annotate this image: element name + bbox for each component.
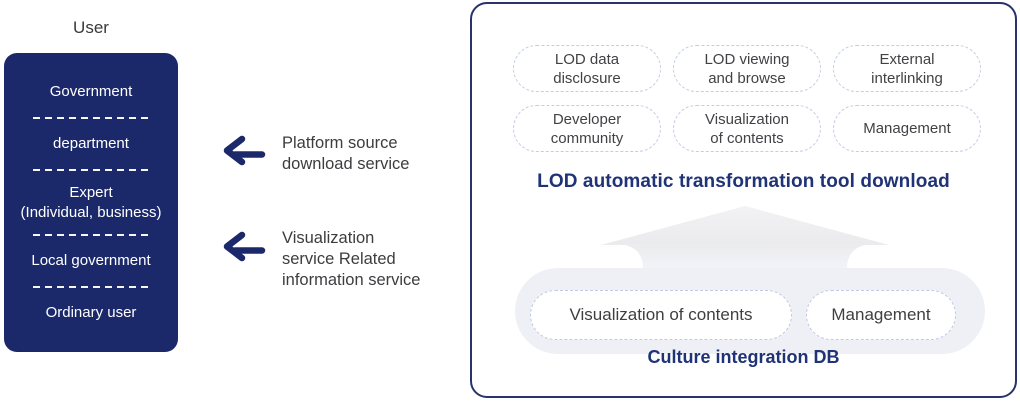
user-groups-box: Government department Expert (Individual… xyxy=(4,53,178,352)
tool-download-heading: LOD automatic transformation tool downlo… xyxy=(537,171,950,192)
user-group-local-government: Local government xyxy=(31,251,151,269)
db-pill-visualization-of-contents: Visualization of contents xyxy=(530,290,792,340)
left-arrow-icon xyxy=(223,135,266,166)
feature-pill-developer-community: Developer community xyxy=(513,105,661,152)
culture-db-container: Visualization of contents Management xyxy=(515,268,985,354)
dashed-divider xyxy=(33,233,149,236)
user-group-expert: Expert (Individual, business) xyxy=(20,183,162,221)
user-group-ordinary-user: Ordinary user xyxy=(45,303,137,321)
culture-db-caption: Culture integration DB xyxy=(647,347,840,367)
left-arrow-icon xyxy=(223,231,266,262)
user-group-department: department xyxy=(53,135,129,153)
dashed-divider xyxy=(33,117,149,120)
user-group-government: Government xyxy=(49,83,133,101)
up-arrow-icon xyxy=(601,206,889,274)
dashed-divider xyxy=(33,169,149,172)
service-label-visualization: Visualization service Related informatio… xyxy=(282,229,421,289)
feature-pill-management: Management xyxy=(833,105,981,152)
db-pill-management: Management xyxy=(806,290,956,340)
feature-pill-grid: LOD data disclosure LOD viewing and brow… xyxy=(513,45,981,152)
platform-panel: LOD data disclosure LOD viewing and brow… xyxy=(470,2,1017,398)
feature-pill-external-interlinking: External interlinking xyxy=(833,45,981,92)
feature-pill-visualization-of-contents: Visualization of contents xyxy=(673,105,821,152)
feature-pill-lod-viewing-browse: LOD viewing and browse xyxy=(673,45,821,92)
feature-pill-lod-data-disclosure: LOD data disclosure xyxy=(513,45,661,92)
dashed-divider xyxy=(33,285,149,288)
user-section-title: User xyxy=(73,18,109,37)
service-label-platform-source: Platform source download service xyxy=(282,134,410,173)
